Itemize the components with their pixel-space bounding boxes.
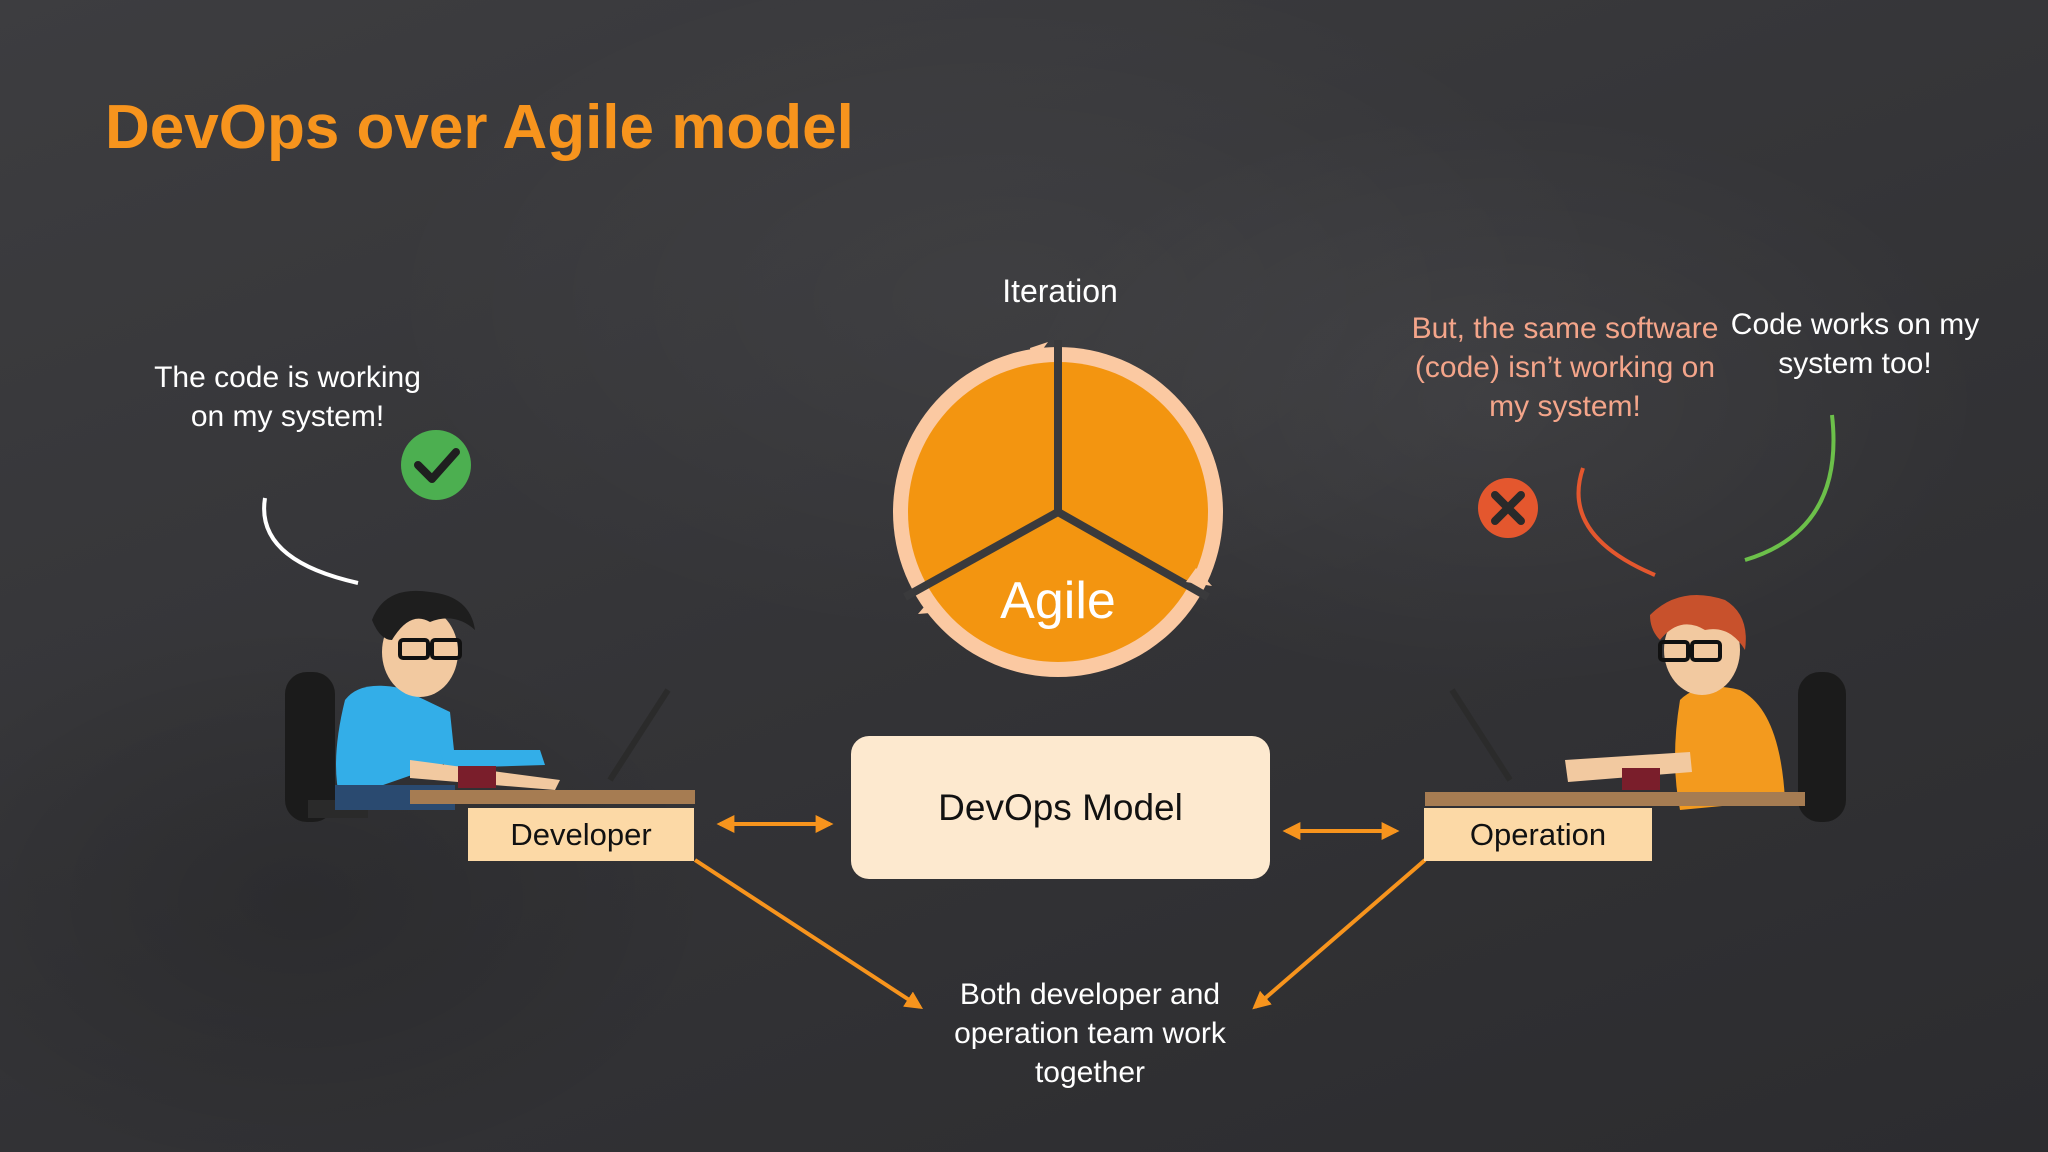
developer-illustration [285, 590, 695, 822]
agile-cycle-diagram [893, 340, 1223, 677]
iteration-label: Iteration [1002, 273, 1118, 309]
cycle-arrow-tip-top [1030, 342, 1048, 364]
collaboration-note: Both developer and operation team work t… [954, 978, 1226, 1089]
operation-to-note-arrow [1252, 858, 1427, 1010]
developer-speech-tail [262, 497, 359, 585]
cycle-arrow-tip-left [918, 600, 942, 614]
operation-ok-speech-tail [1744, 414, 1836, 562]
devops-model-box: DevOps Model [851, 736, 1270, 879]
cross-icon [1478, 478, 1538, 538]
operation-illustration [1425, 595, 1846, 822]
operation-problem-speech-tail [1576, 467, 1656, 577]
cycle-arrow-tip-right [1186, 568, 1212, 586]
developer-to-note-arrow [693, 858, 924, 1009]
cycle-divider-right [1056, 508, 1210, 601]
agile-label: Agile [1000, 572, 1116, 630]
slide-title: DevOps over Agile model [105, 93, 854, 162]
operation-label: Operation [1424, 808, 1652, 861]
operation-ok-speech-text: Code works on my system too! [1730, 308, 1980, 380]
developer-label: Developer [468, 808, 694, 861]
check-icon [401, 430, 471, 500]
developer-speech-text: The code is working on my system! [154, 361, 421, 433]
operation-problem-speech-text: But, the same software (code) isn’t work… [1411, 312, 1719, 423]
cycle-divider-left [903, 508, 1060, 601]
